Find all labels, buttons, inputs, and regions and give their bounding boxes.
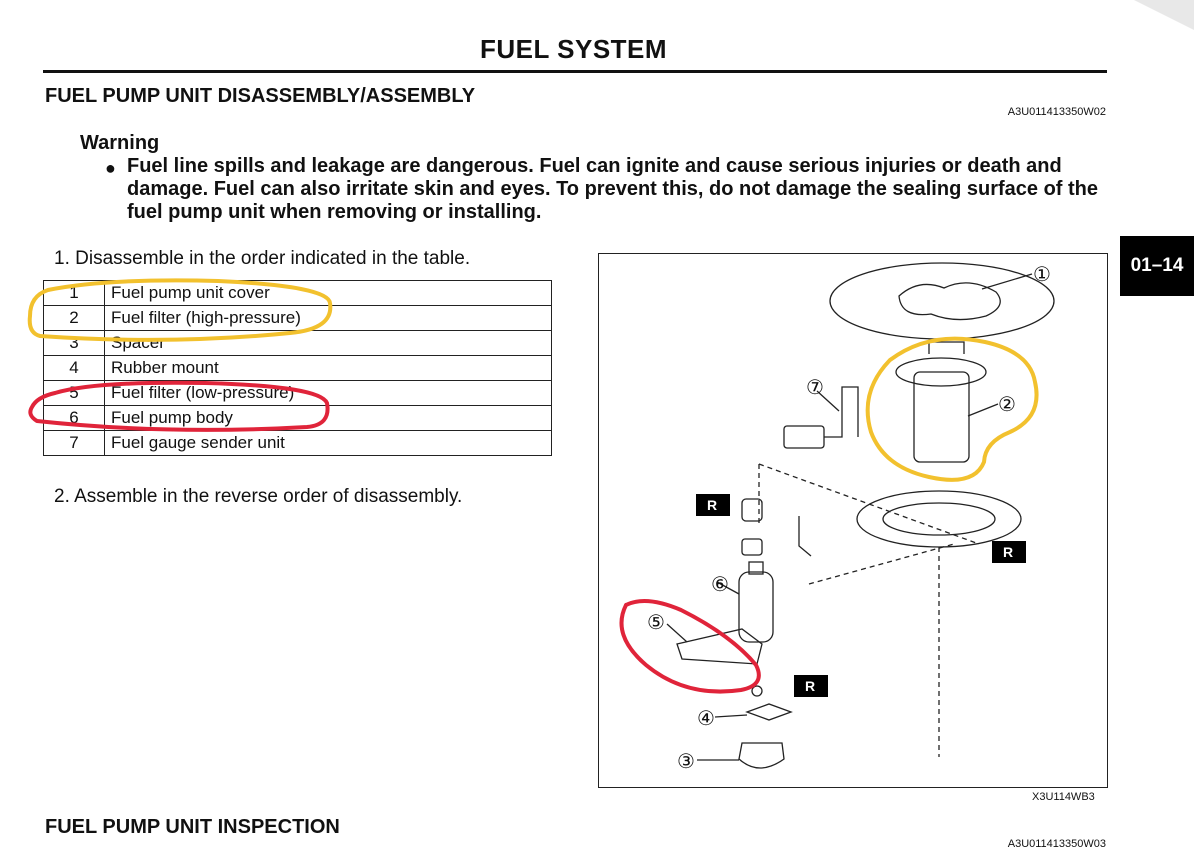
section-code: A3U011413350W02: [1007, 106, 1106, 118]
leader-line: [981, 273, 1033, 290]
yellow-annotation-diagram: [865, 336, 1039, 482]
pump-body-shape: [738, 571, 774, 643]
module-connector: [928, 341, 965, 354]
part-name: Rubber mount: [104, 355, 552, 381]
red-annotation-table: [28, 380, 330, 432]
fitting-shape: [741, 498, 763, 522]
callout-2: ②: [998, 392, 1016, 416]
fitting-shape: [741, 538, 763, 556]
leader-line: [816, 390, 840, 412]
section-code: A3U011413350W03: [1007, 838, 1106, 850]
callout-3: ③: [677, 749, 695, 773]
r-badge: [794, 675, 828, 697]
warning-title: Warning: [80, 132, 160, 154]
fuel-pump-diagram: ① ② ③ ④ ⑤ ⑥ ⑦ R R R: [647, 262, 1055, 773]
part-number: 2: [43, 305, 105, 331]
title-divider: [43, 70, 1107, 73]
step-2: 2. Assemble in the reverse order of disa…: [54, 486, 463, 507]
part-name: Fuel gauge sender unit: [104, 430, 552, 456]
low-pressure-filter-shape: [676, 628, 763, 665]
figure-code: X3U114WB3: [1032, 791, 1095, 803]
parts-table: 1 Fuel pump unit cover 2 Fuel filter (hi…: [43, 280, 552, 456]
page-number-tab: 01–14: [1120, 236, 1194, 296]
rubber-mount-shape: [745, 703, 793, 721]
yellow-annotation-table: [27, 278, 333, 342]
page-title: FUEL SYSTEM: [480, 34, 668, 64]
bullet-icon: ●: [105, 158, 116, 178]
table-row: 7 Fuel gauge sender unit: [43, 430, 552, 456]
wire-harness: [798, 516, 812, 557]
r-badge-label: R: [1003, 544, 1013, 560]
table-row: 4 Rubber mount: [43, 355, 552, 381]
leader-line: [666, 623, 688, 643]
section-heading-inspection: FUEL PUMP UNIT INSPECTION: [45, 816, 340, 838]
part-number: 4: [43, 355, 105, 381]
leader-line: [714, 714, 748, 718]
guide-line: [758, 463, 980, 545]
step-1: 1. Disassemble in the order indicated in…: [54, 248, 471, 269]
leader-line: [716, 581, 740, 595]
leader-line: [967, 403, 999, 417]
section-heading-disassembly: FUEL PUMP UNIT DISASSEMBLY/ASSEMBLY: [45, 85, 476, 107]
sender-wire: [824, 386, 859, 438]
part-number: 7: [43, 430, 105, 456]
red-annotation-diagram: [619, 599, 761, 694]
filter-ring: [751, 685, 763, 697]
spacer-shape: [738, 742, 785, 769]
callout-5: ⑤: [647, 610, 665, 634]
r-badge: [696, 494, 730, 516]
pump-outlet: [748, 561, 764, 575]
callout-7: ⑦: [806, 375, 824, 399]
cover-inner-shape: [898, 282, 1001, 321]
r-badge: [992, 541, 1026, 563]
r-badge-label: R: [707, 497, 717, 513]
part-number: 3: [43, 330, 105, 356]
r-badge-label: R: [805, 678, 815, 694]
gasket-ring-inner: [882, 502, 996, 536]
callout-4: ④: [697, 706, 715, 730]
callout-6: ⑥: [711, 572, 729, 596]
exploded-diagram: ① ② ③ ④ ⑤ ⑥ ⑦ R R R: [598, 253, 1108, 788]
warning-text: Fuel line spills and leakage are dangero…: [127, 155, 1098, 223]
pump-module-body: [913, 371, 970, 463]
pump-module-top: [895, 357, 987, 387]
callout-1: ①: [1033, 262, 1051, 286]
guide-line: [808, 543, 955, 585]
